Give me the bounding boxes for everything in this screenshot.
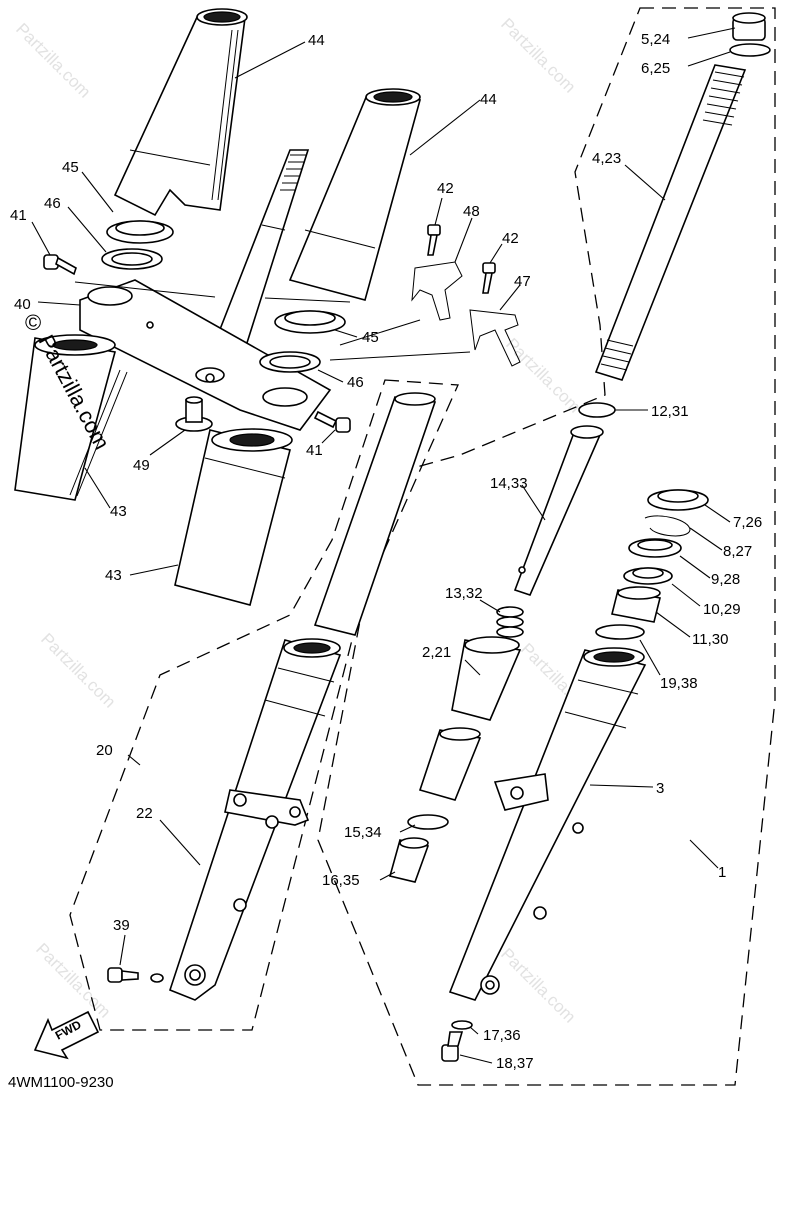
damper-rod [513, 402, 616, 596]
part-label: 12,31 [651, 403, 689, 420]
cap-bolt [729, 12, 771, 57]
part-label: 42 [437, 180, 454, 197]
under-bracket [79, 279, 332, 431]
watermark: Partzilla.com [497, 14, 579, 96]
part-label: 1 [718, 864, 726, 881]
rebound-spring [496, 606, 524, 638]
part-label: 2,21 [422, 644, 451, 661]
part-label: 43 [110, 503, 127, 520]
part-label: 47 [514, 273, 531, 290]
bearing-upper [101, 220, 174, 270]
part-label: 7,26 [733, 514, 762, 531]
part-label: 43 [105, 567, 122, 584]
part-label: 44 [308, 32, 325, 49]
oil-lock-piece [389, 636, 522, 883]
part-label: 11,30 [692, 631, 728, 648]
part-label: 46 [347, 374, 364, 391]
bolt-41-right [313, 410, 351, 433]
part-label: 42 [502, 230, 519, 247]
watermark: Partzilla.com [37, 629, 119, 711]
diagram-code: 4WM1100-9230 [8, 1074, 114, 1091]
watermark: Partzilla.com [502, 334, 584, 416]
fork-cover-lower-left [14, 334, 128, 501]
part-label: 41 [10, 207, 27, 224]
part-label: 15,34 [344, 824, 382, 841]
part-label: 20 [96, 742, 113, 759]
fwd-arrow-icon: FWD [33, 1010, 100, 1060]
copyright-symbol: © [25, 310, 41, 335]
fork-spring-upper [594, 64, 747, 381]
bolt-42-left [427, 224, 441, 236]
part-label: 49 [133, 457, 150, 474]
outer-tube-left [169, 638, 342, 1001]
bolt-42-left-shank [427, 234, 438, 256]
bolt-42-right [482, 262, 496, 274]
cable-guide [175, 396, 213, 432]
fork-cover-upper-right [288, 88, 422, 301]
bracket-48 [411, 261, 463, 321]
part-labels: 5,24 6,25 4,23 44 44 45 46 41 42 48 42 4… [10, 31, 762, 1072]
bracket-47 [469, 309, 521, 367]
part-label: 18,37 [496, 1055, 534, 1072]
washer-17 [451, 1020, 473, 1030]
part-label: 10,29 [703, 601, 741, 618]
part-label: 16,35 [322, 872, 360, 889]
watermark: Partzilla.com [32, 939, 114, 1021]
bolt-42-right-shank [482, 272, 493, 294]
watermark: Partzilla.com [12, 19, 94, 101]
bearing-lower [259, 310, 346, 373]
part-label: 14,33 [490, 475, 528, 492]
part-label: 13,32 [445, 585, 483, 602]
part-label: 40 [14, 296, 31, 313]
bolt-18 [441, 1031, 464, 1062]
fork-cover-lower-right [174, 428, 293, 606]
part-label: 3 [656, 780, 664, 797]
fork-cover-upper-left [113, 8, 248, 217]
watermark: Partzilla.com [497, 944, 579, 1026]
part-label: 6,25 [641, 60, 670, 77]
part-label: 8,27 [723, 543, 752, 560]
group-outline-left-fork [69, 379, 459, 1031]
outer-tube-right [448, 647, 647, 1001]
leader-lines [31, 27, 736, 1064]
part-label: 19,38 [660, 675, 698, 692]
part-label: 44 [480, 91, 497, 108]
part-label: 45 [362, 329, 379, 346]
part-label: 48 [463, 203, 480, 220]
drain-bolt-39 [107, 967, 164, 983]
part-label: 39 [113, 917, 130, 934]
part-label: 4,23 [592, 150, 621, 167]
part-label: 9,28 [711, 571, 740, 588]
part-label: 45 [62, 159, 79, 176]
inner-tube-left [313, 392, 437, 636]
bolt-41-left [43, 254, 77, 276]
part-label: 46 [44, 195, 61, 212]
seal-stack [595, 489, 709, 640]
part-label: 5,24 [641, 31, 670, 48]
part-label: 17,36 [483, 1027, 521, 1044]
part-label: 22 [136, 805, 153, 822]
part-label: 41 [306, 442, 323, 459]
